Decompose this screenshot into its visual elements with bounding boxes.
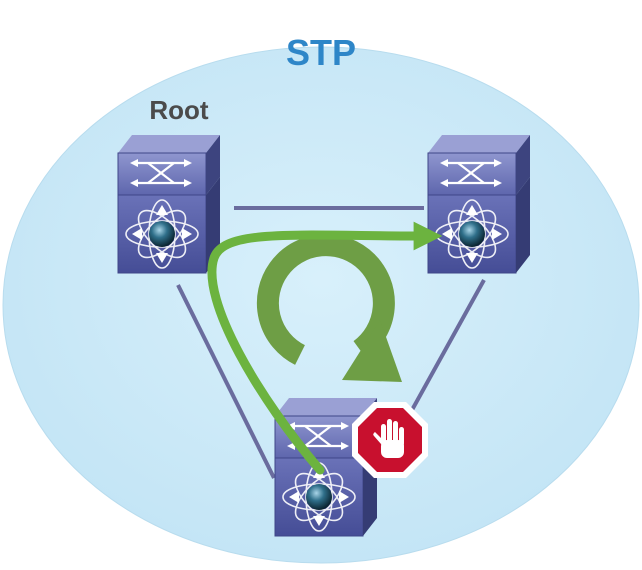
path-arrow-icon — [207, 221, 443, 475]
link-right-bottom — [410, 279, 486, 411]
right-switch-icon — [426, 133, 532, 275]
stop-sign-icon — [352, 402, 428, 478]
root-switch-icon — [116, 133, 222, 275]
root-label: Root — [149, 95, 209, 125]
link-root-bottom — [176, 284, 276, 479]
loop-arrow-icon — [256, 234, 402, 382]
diagram-title: STP — [285, 32, 356, 73]
